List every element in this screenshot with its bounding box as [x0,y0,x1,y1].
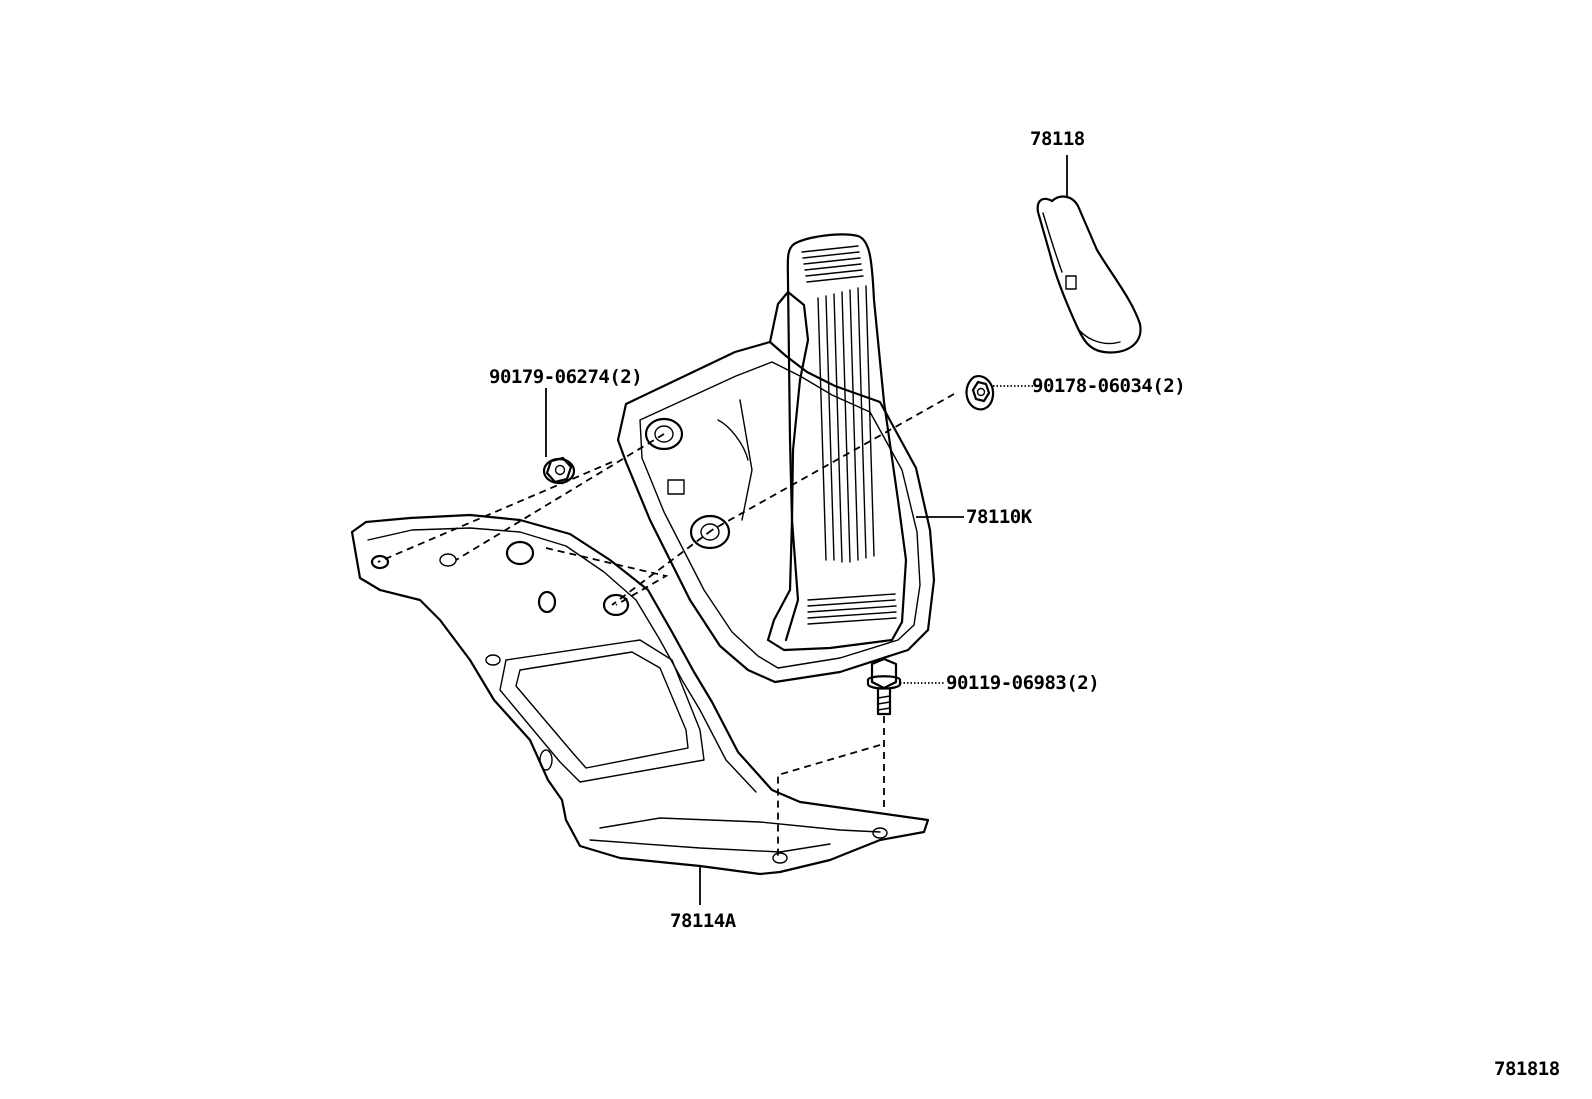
accelerator-pedal-assembly-drawing [616,233,936,684]
leader-lines [545,155,1068,905]
part-label-nut-left: 90179-06274(2) [489,366,643,388]
flange-bolt-drawing [866,657,902,716]
diagram-id-label: 781818 [1494,1058,1560,1080]
flange-nut-left-drawing [542,456,576,485]
pedal-bracket-drawing [350,513,930,876]
part-label-pedal-pad: 78118 [1030,128,1085,150]
part-label-nut-right: 90178-06034(2) [1032,375,1186,397]
flange-nut-right-drawing [965,375,995,411]
part-label-pedal-assembly: 78110K [966,506,1032,528]
pedal-pad-drawing [1036,195,1142,354]
part-label-bolt: 90119-06983(2) [946,672,1100,694]
assembly-guide-lines [377,393,955,858]
part-label-bracket: 78114A [670,910,736,932]
